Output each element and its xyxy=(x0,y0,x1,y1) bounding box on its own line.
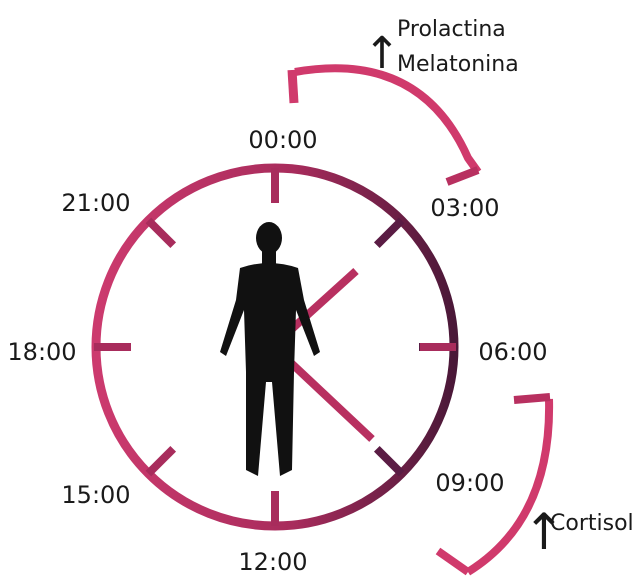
morning-hormone-arc-start-tick xyxy=(514,397,550,400)
prolactina-label: Prolactina xyxy=(397,17,506,42)
hour-label-09: 09:00 xyxy=(435,469,504,497)
night-hormone-arc xyxy=(295,68,478,172)
hour-label-00: 00:00 xyxy=(248,126,317,154)
clock-tick xyxy=(377,449,402,474)
cortisol-label: Cortisol xyxy=(550,511,634,536)
morning-hormone-arc-end-tick xyxy=(438,551,468,572)
hour-label-06: 06:00 xyxy=(478,338,547,366)
hour-label-12: 12:00 xyxy=(238,548,307,576)
night-up-arrow: ↑ xyxy=(364,28,401,79)
melatonina-label: Melatonina xyxy=(397,52,519,77)
hour-label-03: 03:00 xyxy=(430,194,499,222)
hour-label-18: 18:00 xyxy=(7,338,76,366)
clock-tick xyxy=(377,220,402,245)
night-hormone-arc-start-tick xyxy=(292,70,294,103)
clock-tick xyxy=(148,220,173,245)
clock-tick xyxy=(148,449,173,474)
hour-label-21: 21:00 xyxy=(61,189,130,217)
human-silhouette-icon xyxy=(220,222,320,476)
hour-label-15: 15:00 xyxy=(61,481,130,509)
night-hormone-arc-end-tick xyxy=(447,170,478,182)
